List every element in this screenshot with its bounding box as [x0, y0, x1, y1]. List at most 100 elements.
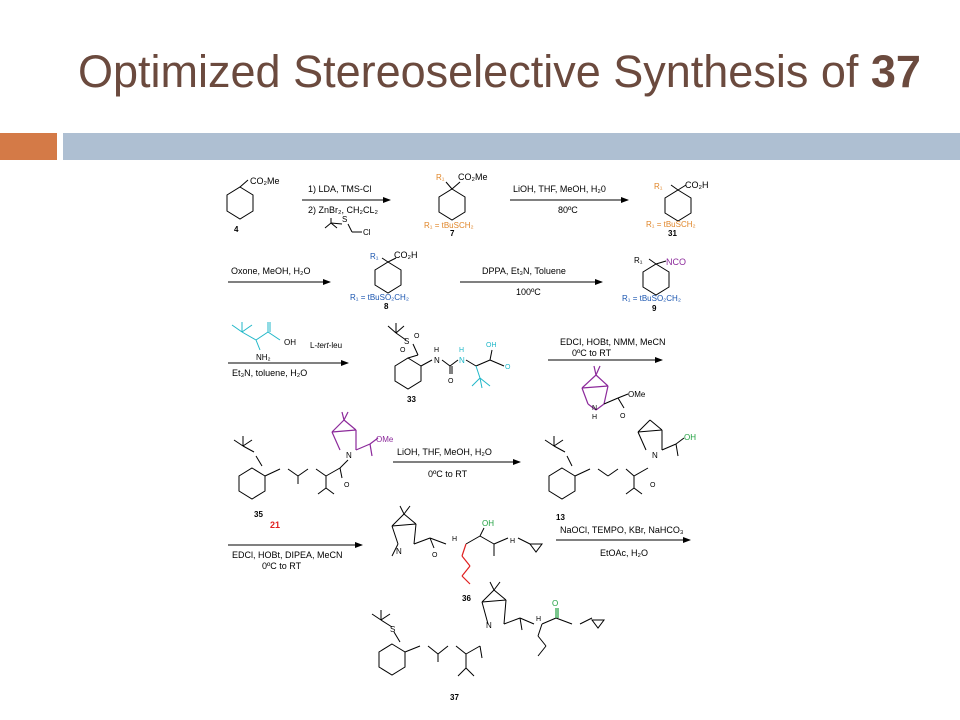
step1-line1: 1) LDA, TMS-Cl	[308, 184, 371, 194]
compound-33-o2: O	[414, 333, 420, 340]
compound-36-n: N	[396, 547, 402, 556]
compound-37-side-chain	[537, 623, 547, 657]
tert-leucine-name: L-tert-leu	[310, 341, 342, 350]
compound-35-ome: OMe	[376, 435, 394, 444]
compound-13-number: 13	[556, 513, 565, 522]
compound-9-substituent: NCO	[666, 257, 686, 267]
compound-33-number: 33	[407, 395, 416, 404]
compound-33-oh: OH	[486, 342, 497, 349]
tert-leucine-nh2: NH₂	[256, 353, 271, 362]
compound-35-number: 35	[254, 510, 263, 519]
compound-37	[371, 581, 605, 677]
compound-33	[387, 323, 505, 390]
step1-reagent-cl: Cl	[363, 228, 371, 237]
step3-above: Oxone, MeOH, H₂O	[231, 266, 311, 276]
compound-13-o: O	[650, 482, 656, 489]
step2-above: LiOH, THF, MeOH, H₂0	[513, 184, 606, 194]
compound-7-r-definition: R₁ = tBuSCH₂	[424, 221, 474, 230]
compound-31-substituent: CO₂H	[685, 180, 709, 190]
compound-8-substituent: CO₂H	[394, 250, 418, 260]
step9-above: NaOCl, TEMPO, KBr, NaHCO₃	[560, 525, 684, 535]
compound-37-n: N	[486, 621, 492, 630]
compound-33-o1: O	[400, 347, 406, 354]
compound-36-side-chain	[461, 543, 471, 585]
step4-above: DPPA, Et₃N, Toluene	[482, 266, 566, 276]
compound-8-r-definition: R₁ = tBuSO₂CH₂	[350, 293, 409, 302]
compound-9-r-definition: R₁ = tBuSO₂CH₂	[622, 294, 681, 303]
step6-line1: EDCI, HOBt, NMM, MeCN	[560, 337, 666, 347]
compound-13-n: N	[652, 451, 658, 460]
step7-below: 0ºC to RT	[428, 469, 468, 479]
compound-4-substituent: CO₂Me	[250, 176, 280, 186]
compound-33-nh1: H	[434, 347, 439, 354]
tert-leucine-structure	[231, 322, 281, 351]
step8-line1: EDCl, HOBt, DIPEA, MeCN	[232, 550, 343, 560]
step6-ome: OMe	[628, 390, 646, 399]
compound-7	[438, 181, 466, 221]
compound-7-substituent: CO₂Me	[458, 172, 488, 182]
compound-8-number: 8	[384, 302, 389, 311]
compound-4	[226, 179, 254, 220]
compound-36-oh: OH	[482, 519, 494, 528]
accent-bar-orange	[0, 133, 57, 160]
compound-35-n: N	[346, 451, 352, 460]
step8-reagent-number: 21	[270, 520, 280, 530]
compound-36-o: O	[432, 552, 438, 559]
compound-31	[664, 184, 692, 222]
compound-36-nh2: H	[510, 538, 515, 545]
compound-33-n1: N	[434, 356, 440, 365]
step8-line2: 0ºC to RT	[262, 561, 302, 571]
compound-33-tert-leucine-part	[471, 365, 491, 389]
step6-n: N	[592, 405, 597, 412]
compound-35	[233, 436, 349, 500]
step6-ester	[603, 393, 629, 409]
tert-leucine-oh: OH	[284, 338, 296, 347]
compound-7-r1: R₁	[436, 173, 445, 182]
compound-8-r1: R₁	[370, 252, 379, 261]
compound-33-o3: O	[448, 378, 454, 385]
title-prefix: Optimized Stereoselective Synthesis of	[78, 46, 871, 97]
slide-title: Optimized Stereoselective Synthesis of 3…	[78, 46, 921, 98]
compound-9-r1: R₁	[634, 256, 643, 265]
compound-13	[544, 419, 685, 500]
compound-33-n2: N	[459, 356, 465, 365]
step5-below: Et₃N, toluene, H₂O	[232, 368, 307, 378]
compound-37-s: S	[390, 625, 395, 634]
compound-35-proline-part	[331, 411, 379, 457]
compound-33-o4: O	[505, 364, 511, 371]
step6-o: O	[620, 413, 626, 420]
compound-37-o: O	[552, 599, 558, 608]
compound-31-r-definition: R₁ = tBuSCH₂	[646, 220, 696, 229]
compound-35-o: O	[344, 482, 350, 489]
step6-h: H	[592, 414, 597, 421]
step1-reagent-structure	[324, 218, 362, 233]
compound-33-s: S	[404, 337, 409, 346]
compound-9-number: 9	[652, 304, 657, 313]
compound-36	[391, 505, 543, 557]
step1-line2: 2) ZnBr₂, CH₂CL₂	[308, 205, 378, 215]
compound-36-nh: H	[452, 536, 457, 543]
compound-37-number: 37	[450, 693, 459, 702]
compound-8	[374, 257, 402, 294]
accent-bar-blue	[63, 133, 960, 160]
compound-7-number: 7	[450, 229, 455, 238]
step1-reagent-s: S	[342, 215, 347, 224]
compound-31-r1: R₁	[654, 182, 663, 191]
compound-4-number: 4	[234, 225, 239, 234]
step9-below: EtOAc, H₂O	[600, 548, 648, 558]
title-compound-number: 37	[870, 46, 921, 97]
compound-33-nh2: H	[459, 347, 464, 354]
step6-line2: 0ºC to RT	[572, 348, 612, 358]
step2-below: 80ºC	[558, 205, 578, 215]
step6-proline-reagent	[581, 365, 609, 411]
compound-37-nh: H	[536, 616, 541, 623]
compound-37-ketone	[555, 608, 559, 618]
compound-36-number: 36	[462, 594, 471, 603]
step4-below: 100ºC	[516, 287, 541, 297]
compound-13-oh: OH	[684, 433, 696, 442]
compound-31-number: 31	[668, 229, 677, 238]
step7-above: LiOH, THF, MeOH, H₂O	[397, 447, 492, 457]
compound-9	[642, 258, 670, 296]
